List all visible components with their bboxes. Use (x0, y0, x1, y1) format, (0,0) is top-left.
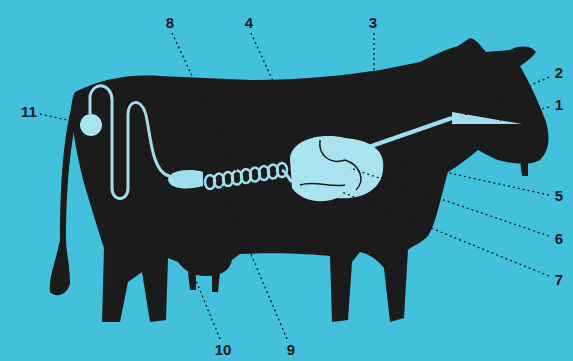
callout-number: 7 (555, 272, 563, 287)
cow-silhouette (71, 38, 548, 322)
intestine-coil (205, 163, 287, 189)
mouth (452, 112, 522, 124)
leader-lines (40, 33, 549, 339)
callout-number: 6 (555, 231, 563, 246)
stomach-chambers (300, 140, 361, 190)
callout-number: 9 (287, 342, 295, 357)
callout-number: 2 (555, 65, 563, 80)
callout-number: 11 (21, 104, 37, 119)
colon (90, 86, 170, 199)
stomach (290, 136, 383, 201)
callout-number: 1 (555, 97, 563, 112)
callout-number: 4 (245, 15, 253, 30)
cow-tail (50, 98, 80, 295)
callout-number: 5 (555, 188, 563, 203)
cow-udder (188, 272, 220, 292)
cecum (168, 170, 203, 188)
callout-number: 8 (166, 15, 174, 30)
callout-number: 3 (369, 15, 377, 30)
rectum (80, 114, 102, 136)
cow-drip (520, 160, 528, 176)
callout-number: 10 (215, 342, 232, 357)
